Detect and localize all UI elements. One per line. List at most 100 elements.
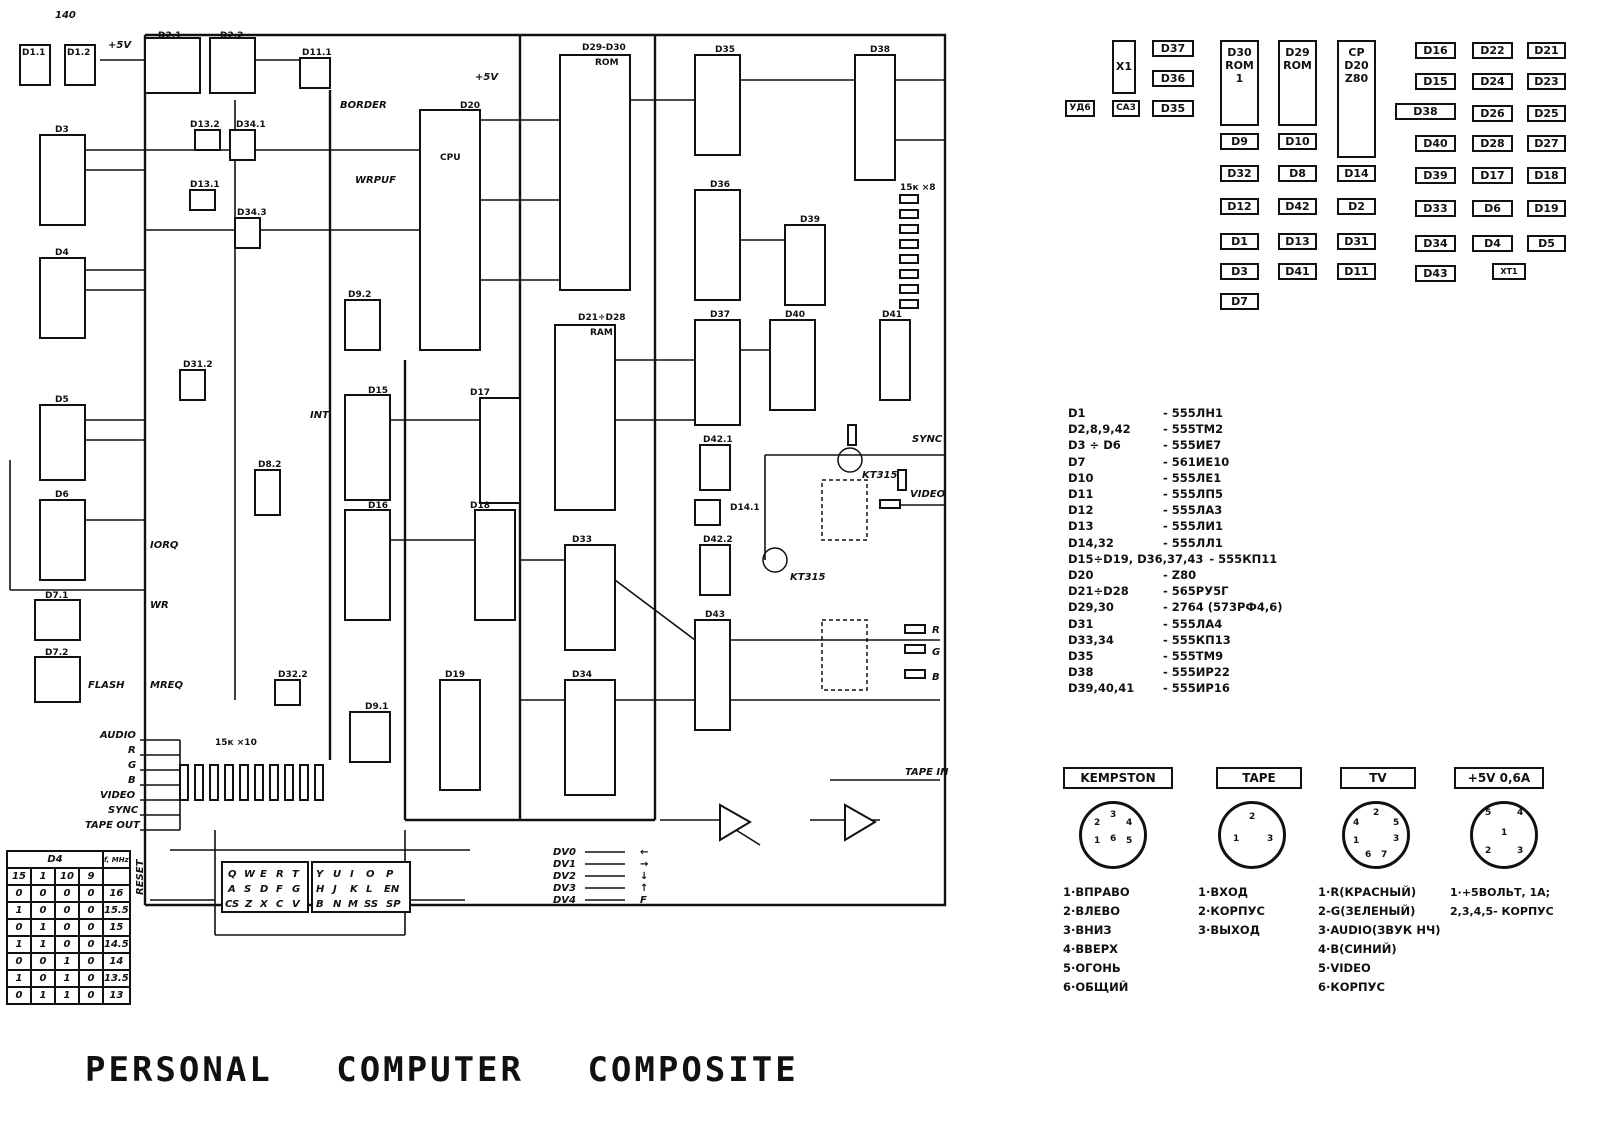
schematic-label: TAPE IN	[905, 767, 949, 778]
component-outline	[854, 54, 896, 181]
schematic-label: D5	[55, 395, 69, 405]
package: D24	[1472, 73, 1513, 90]
pin-number: 5	[1485, 808, 1492, 818]
schematic-label: D43	[705, 610, 725, 620]
schematic-label: K	[350, 884, 359, 895]
schematic-label: EN	[384, 884, 400, 895]
pin-number: 2	[1249, 812, 1256, 822]
pin-number: 1	[1094, 836, 1101, 846]
opamp-icon	[719, 803, 752, 842]
component-outline	[904, 669, 926, 679]
component-outline	[554, 324, 616, 511]
table-cell: 1	[30, 918, 56, 937]
wire	[145, 33, 947, 907]
table-cell: 1	[6, 901, 32, 920]
schematic-label: T	[292, 869, 300, 880]
schematic-label: D1.1	[22, 48, 45, 58]
schematic-label: L	[366, 884, 372, 895]
text-label: - 555КП11	[1209, 551, 1278, 566]
component-outline	[699, 444, 731, 491]
schematic-label: SS	[364, 899, 378, 910]
package: D12	[1220, 198, 1259, 215]
schematic-label: D9.2	[348, 290, 371, 300]
text-label: - Z80	[1163, 568, 1197, 583]
package: X1	[1112, 40, 1136, 94]
list-item: D13 - 555ЛИ1	[1068, 518, 1283, 534]
schematic-label: D32.2	[278, 670, 308, 680]
resistor-array: 15к ×10 15к ×8	[179, 183, 936, 842]
schematic-label: DV4	[553, 895, 576, 906]
schematic-label: D16	[368, 501, 388, 511]
schematic-label: D11.1	[302, 48, 332, 58]
list-item: D15÷D19, D36,37,43- 555КП11	[1068, 551, 1283, 567]
package: D40	[1415, 135, 1456, 152]
text-label: D7	[1068, 454, 1086, 469]
schematic-label: D34.1	[236, 120, 266, 130]
list-item: 2,3,4,5- КОРПУС	[1450, 905, 1554, 918]
list-item: D11- 555ЛП5	[1068, 486, 1283, 502]
package: D26	[1472, 105, 1513, 122]
list-item: 1·ВПРАВО	[1063, 885, 1130, 899]
text-label: D13	[1068, 519, 1094, 534]
component-outline	[694, 319, 741, 426]
schematic-label: DV2	[553, 871, 576, 882]
schematic-label: KT315	[790, 572, 825, 583]
text-label: - 555ИР22	[1163, 665, 1230, 680]
list-item: D29,30- 2764 (573РФ4,6)	[1068, 599, 1283, 615]
package: D4	[1472, 235, 1513, 252]
list-item: 1·ВХОД	[1198, 885, 1249, 899]
table-cell: 1	[30, 935, 56, 954]
schematic-label: F	[276, 884, 283, 895]
component-outline	[879, 499, 901, 509]
schematic-label: CS	[225, 899, 239, 910]
component-outline	[847, 424, 857, 446]
package: D41	[1278, 263, 1317, 280]
schematic-label: WRPUF	[355, 175, 396, 186]
schematic-label: +5V	[475, 72, 499, 83]
text-label: - 555ЛИ1	[1163, 519, 1223, 534]
pin-number: 2	[1094, 818, 1101, 828]
package: D31	[1337, 233, 1376, 250]
table-cell: 1	[30, 986, 56, 1005]
schematic-label: Y	[316, 869, 325, 880]
table-cell: 0	[78, 918, 104, 937]
pin-number: 6	[1110, 834, 1117, 844]
schematic-label: B	[316, 899, 324, 910]
list-item: D10- 555ЛЕ1	[1068, 470, 1283, 486]
list-item: D31- 555ЛА4	[1068, 616, 1283, 632]
schematic-label: D33	[572, 535, 592, 545]
schematic-label: G	[292, 884, 300, 895]
component-outline	[179, 764, 189, 801]
schematic-label: →	[640, 859, 648, 870]
component-outline	[254, 764, 264, 801]
package: D14	[1337, 165, 1376, 182]
schematic-label: INT	[310, 410, 330, 421]
table-cell: 14	[102, 952, 131, 971]
text-label: D1	[1068, 406, 1086, 420]
schematic-label: SYNC	[912, 434, 943, 445]
text-label: - 555ЛА4	[1163, 616, 1223, 631]
list-item: 1·R(КРАСНЫЙ)	[1318, 885, 1417, 899]
text-label: D33,34	[1068, 632, 1114, 647]
package: D33	[1415, 200, 1456, 217]
connector-title: KEMPSTON	[1063, 767, 1173, 789]
schematic-label: D41	[882, 310, 902, 320]
resistor-label: 15к ×8	[900, 183, 936, 193]
schematic-label: VIDEO	[100, 790, 136, 801]
component-outline	[694, 619, 731, 731]
table-cell: 15.5	[102, 901, 131, 920]
schematic-label: D21÷D28	[578, 313, 626, 323]
pin-number: 3	[1267, 834, 1274, 844]
text-label: - 555ЛП5	[1163, 487, 1223, 502]
schematic-label: SYNC	[108, 805, 139, 816]
text-label: - 555ЛА3	[1163, 503, 1223, 518]
package: D9	[1220, 133, 1259, 150]
schematic-label: D40	[785, 310, 805, 320]
package: D35	[1152, 100, 1194, 117]
